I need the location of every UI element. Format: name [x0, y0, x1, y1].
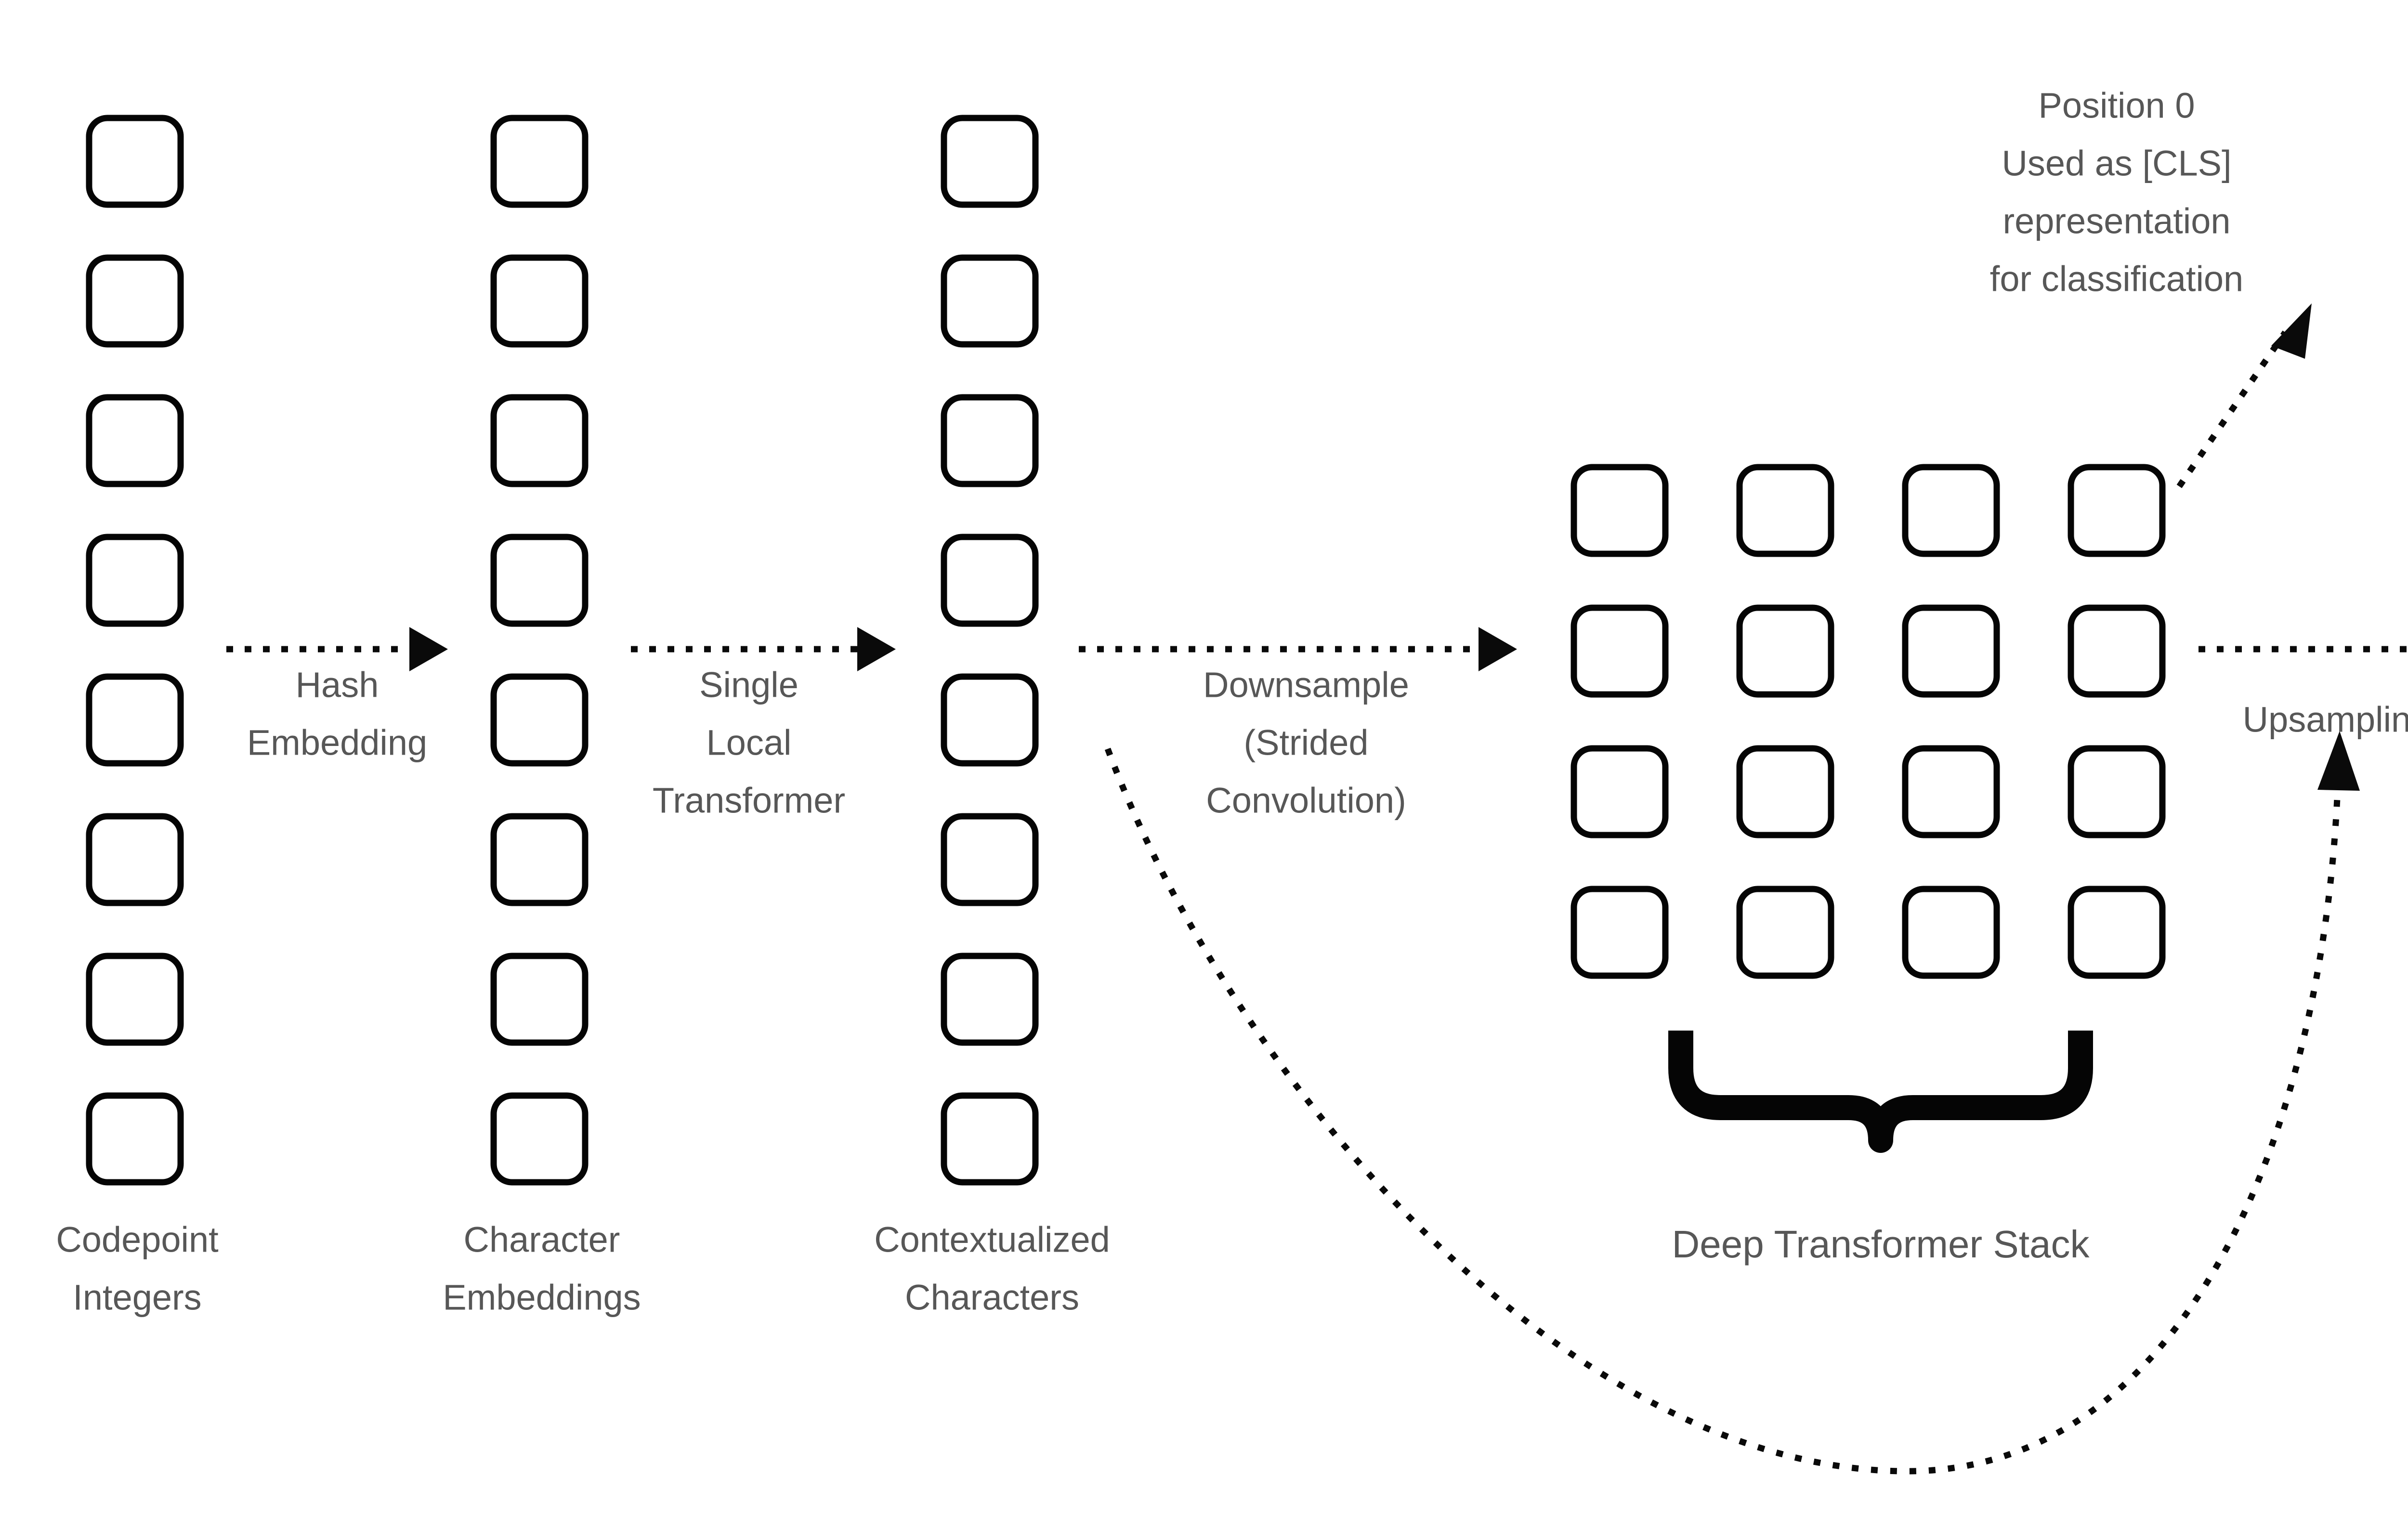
arrow-label-line: Embedding [247, 723, 427, 763]
arrow-downsample: Downsample (Strided Convolution) [1079, 627, 1517, 821]
stack-cell-box[interactable] [1570, 464, 1669, 557]
cell-box[interactable] [86, 534, 184, 627]
column-label-line: Contextualized [874, 1220, 1110, 1260]
arrow-single-local-transformer: Single Local Transformer [631, 627, 896, 821]
cell-box[interactable] [490, 953, 589, 1046]
curly-brace-icon [1668, 1031, 2093, 1153]
cell-box[interactable] [941, 1092, 1039, 1186]
column-contextualized-characters: Contextualized Characters [874, 115, 1110, 1318]
stack-cell-box[interactable] [1736, 464, 1834, 557]
cell-box[interactable] [86, 254, 184, 348]
stack-cell-box[interactable] [2068, 745, 2166, 838]
cell-box[interactable] [490, 673, 589, 767]
annotation-line: for classification [1990, 259, 2243, 299]
stack-cell-box[interactable] [1570, 745, 1669, 838]
stack-cell-box[interactable] [2068, 886, 2166, 979]
arrow-head-icon [857, 627, 896, 671]
skip-connection-path [1104, 747, 2342, 1475]
stack-cell-box[interactable] [1902, 464, 2000, 557]
arrow-label-line: Transformer [653, 781, 845, 821]
stack-cell-box[interactable] [1736, 886, 1834, 979]
cell-box[interactable] [86, 1092, 184, 1186]
cell-box[interactable] [490, 1092, 589, 1186]
annotation-line: Used as [CLS] [2002, 144, 2231, 183]
cell-box[interactable] [490, 115, 589, 208]
cell-box[interactable] [490, 394, 589, 487]
stack-cell-box[interactable] [1902, 604, 2000, 698]
stack-cell-box[interactable] [1736, 604, 1834, 698]
cls-arrow-shaft [2176, 330, 2288, 488]
column-label-line: Characters [905, 1278, 1079, 1318]
column-label-line: Integers [73, 1278, 201, 1318]
cell-box[interactable] [941, 813, 1039, 906]
annotation-line: Position 0 [2039, 86, 2195, 126]
stack-cell-box[interactable] [2068, 464, 2166, 557]
stack-cell-box[interactable] [1570, 886, 1669, 979]
arrow-head-icon [2271, 303, 2312, 359]
stack-cell-box[interactable] [1736, 745, 1834, 838]
arrow-label-line: Downsample [1203, 665, 1409, 705]
arrow-hash-embedding: Hash Embedding [226, 627, 448, 763]
cell-box[interactable] [490, 254, 589, 348]
arrow-label-line: Local [707, 723, 792, 763]
deep-transformer-stack: Deep Transformer Stack [1570, 464, 2166, 1266]
column-label-line: Codepoint [56, 1220, 219, 1260]
cell-box[interactable] [941, 394, 1039, 487]
stack-cell-box[interactable] [1902, 745, 2000, 838]
cell-box[interactable] [941, 115, 1039, 208]
cell-box[interactable] [86, 953, 184, 1046]
column-character-embeddings: Character Embeddings [443, 115, 641, 1318]
cell-box[interactable] [941, 673, 1039, 767]
cell-box[interactable] [941, 254, 1039, 348]
cell-box[interactable] [86, 813, 184, 906]
cell-box[interactable] [941, 534, 1039, 627]
cell-box[interactable] [490, 813, 589, 906]
arrow-head-icon [1479, 627, 1517, 671]
stack-cell-box[interactable] [2068, 604, 2166, 698]
arrow-head-icon [2317, 731, 2360, 791]
cell-box[interactable] [86, 394, 184, 487]
column-label-line: Embeddings [443, 1278, 641, 1318]
arrow-residual-skip-connection [1104, 731, 2360, 1475]
arrow-label-line: Upsampling [2243, 700, 2408, 740]
arrow-upsampling: Upsampling [2199, 646, 2408, 740]
column-label-line: Character [464, 1220, 620, 1260]
annotation-line: representation [2002, 201, 2230, 241]
column-codepoint-integers: Codepoint Integers [56, 115, 219, 1318]
arrow-label-line: (Strided [1243, 723, 1368, 763]
cell-box[interactable] [490, 534, 589, 627]
annotation-position-zero-cls: Position 0 Used as [CLS] representation … [1990, 86, 2312, 488]
arrow-label-line: Single [699, 665, 798, 705]
stack-cell-box[interactable] [1902, 886, 2000, 979]
arrow-head-icon [409, 627, 448, 671]
arrow-label-line: Hash [296, 665, 379, 705]
cell-box[interactable] [86, 115, 184, 208]
stack-label: Deep Transformer Stack [1672, 1223, 2090, 1266]
cell-box[interactable] [86, 673, 184, 767]
arrow-label-line: Convolution) [1206, 781, 1406, 821]
cell-box[interactable] [941, 953, 1039, 1046]
stack-cell-box[interactable] [1570, 604, 1669, 698]
